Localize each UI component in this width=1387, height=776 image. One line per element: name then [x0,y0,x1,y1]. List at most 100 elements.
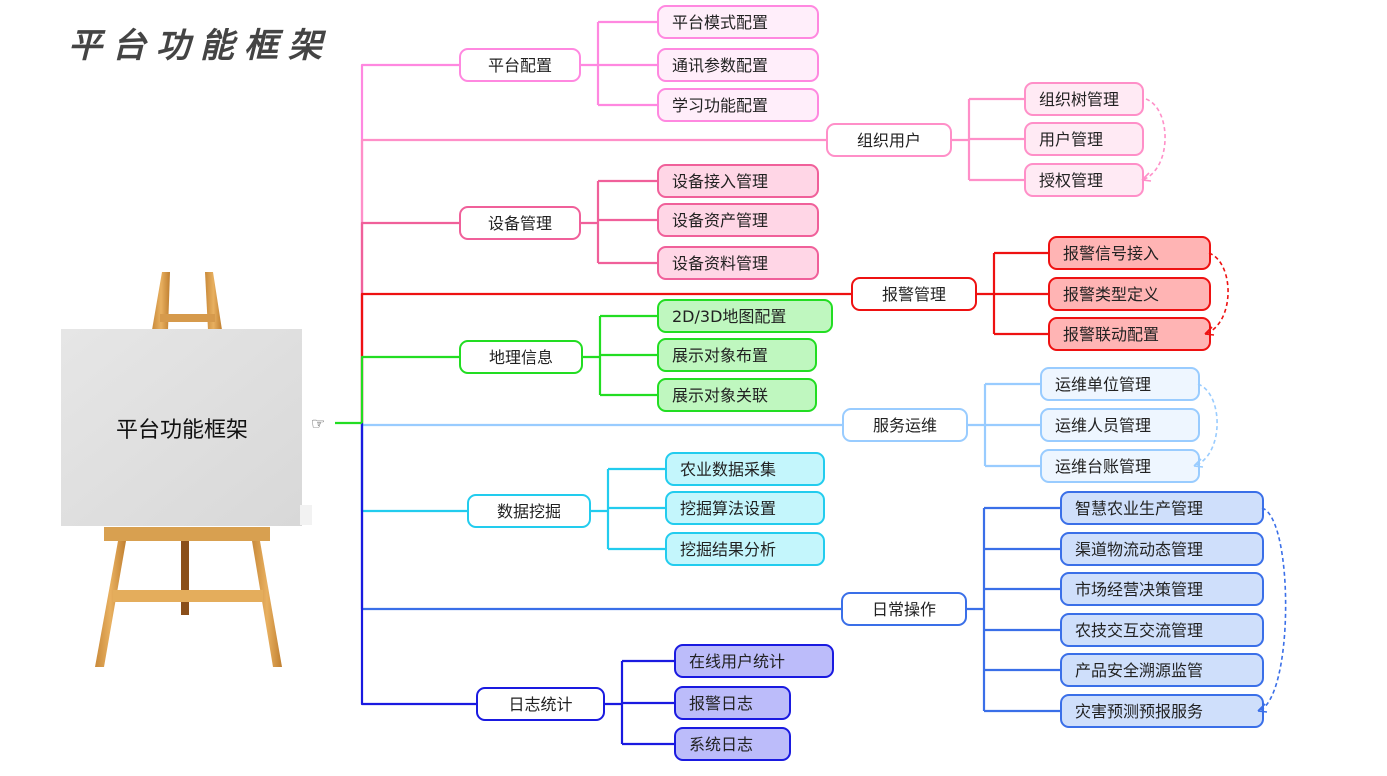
branch-connectors [580,179,658,265]
leaf-label: 在线用户统计 [689,652,785,671]
leaf-label: 运维单位管理 [1055,375,1151,394]
leaf-node[interactable]: 农技交互交流管理 [1060,613,1264,647]
leaf-node[interactable]: 用户管理 [1024,122,1144,156]
branch-connectors [966,506,1061,713]
leaf-label: 展示对象关联 [672,386,768,405]
leaf-label: 运维人员管理 [1055,416,1151,435]
branch-connectors [582,314,658,397]
page-title: 平台功能框架 [68,26,332,66]
leaf-node[interactable]: 挖掘算法设置 [665,491,825,525]
leaf-node[interactable]: 展示对象布置 [657,338,817,372]
leaf-label: 通讯参数配置 [672,56,768,75]
branch-label: 日志统计 [508,695,572,714]
leaf-node[interactable]: 设备接入管理 [657,164,819,198]
branch-node[interactable]: 服务运维 [842,408,968,442]
branch-label: 平台配置 [488,56,552,75]
leaf-node[interactable]: 智慧农业生产管理 [1060,491,1264,525]
easel-illustration [61,272,312,667]
leaf-node[interactable]: 报警信号接入 [1048,236,1211,270]
leaf-label: 组织树管理 [1039,90,1119,109]
leaf-label: 农业数据采集 [680,460,776,479]
branch-connectors [951,97,1025,182]
leaf-node[interactable]: 报警日志 [674,686,791,720]
leaf-label: 设备接入管理 [672,172,768,191]
branch-node[interactable]: 日志统计 [476,687,605,721]
leaf-node[interactable]: 展示对象关联 [657,378,817,412]
leaf-node[interactable]: 运维单位管理 [1040,367,1200,401]
leaf-node[interactable]: 报警类型定义 [1048,277,1211,311]
leaf-node[interactable]: 灾害预测预报服务 [1060,694,1264,728]
leaf-label: 平台模式配置 [672,13,768,32]
leaf-node[interactable]: 运维人员管理 [1040,408,1200,442]
leaf-node[interactable]: 报警联动配置 [1048,317,1211,351]
leaf-label: 授权管理 [1039,171,1103,190]
leaf-node[interactable]: 通讯参数配置 [657,48,819,82]
trunk-link-7 [360,423,468,513]
leaf-label: 农技交互交流管理 [1075,621,1203,640]
relation-arrow [1204,252,1229,336]
leaf-node[interactable]: 运维台账管理 [1040,449,1200,483]
relation-arrow [1257,507,1287,713]
leaf-node[interactable]: 系统日志 [674,727,791,761]
leaf-node[interactable]: 设备资产管理 [657,203,819,237]
leaf-label: 系统日志 [689,735,753,754]
leaf-node[interactable]: 2D/3D地图配置 [657,299,833,333]
leaf-node[interactable]: 设备资料管理 [657,246,819,280]
branch-node[interactable]: 地理信息 [459,340,583,374]
branch-connectors [976,251,1049,336]
leaf-label: 报警联动配置 [1063,325,1159,344]
branch-connectors [604,659,675,746]
leaf-label: 智慧农业生产管理 [1075,499,1203,518]
leaf-node[interactable]: 学习功能配置 [657,88,819,122]
branch-label: 数据挖掘 [497,502,561,521]
branch-label: 报警管理 [882,285,946,304]
leaf-label: 报警信号接入 [1063,244,1159,263]
leaf-label: 市场经营决策管理 [1075,580,1203,599]
leaf-label: 产品安全溯源监管 [1075,661,1203,680]
branch-connectors [580,20,658,107]
trunk-link-5 [360,355,460,423]
trunk-link-9 [360,423,477,706]
leaf-node[interactable]: 组织树管理 [1024,82,1144,116]
leaf-label: 学习功能配置 [672,96,768,115]
branch-node[interactable]: 日常操作 [841,592,967,626]
branch-8: 日常操作 智慧农业生产管理渠道物流动态管理市场经营决策管理农技交互交流管理产品安全… [841,491,1287,728]
board-label: 平台功能框架 [115,417,248,443]
trunk-link-1 [360,63,460,423]
leaf-label: 展示对象布置 [672,346,768,365]
leaf-label: 渠道物流动态管理 [1075,540,1203,559]
branch-node[interactable]: 报警管理 [851,277,977,311]
leaf-node[interactable]: 平台模式配置 [657,5,819,39]
branch-label: 日常操作 [872,600,936,619]
branch-node[interactable]: 数据挖掘 [467,494,591,528]
leaf-label: 运维台账管理 [1055,457,1151,476]
branch-node[interactable]: 设备管理 [459,206,581,240]
easel-legs [95,527,282,667]
leaf-node[interactable]: 在线用户统计 [674,644,834,678]
leaf-label: 设备资料管理 [672,254,768,273]
leaf-node[interactable]: 产品安全溯源监管 [1060,653,1264,687]
relation-arrow [1141,98,1166,182]
easel-board [61,329,302,526]
leaf-label: 报警类型定义 [1063,285,1159,304]
branch-connectors [967,382,1041,468]
leaf-node[interactable]: 农业数据采集 [665,452,825,486]
branch-node[interactable]: 组织用户 [826,123,952,157]
branch-label: 设备管理 [488,214,552,233]
leaf-node[interactable]: 授权管理 [1024,163,1144,197]
leaf-label: 灾害预测预报服务 [1075,702,1203,721]
branch-label: 地理信息 [489,348,553,367]
leaf-node[interactable]: 挖掘结果分析 [665,532,825,566]
leaf-label: 挖掘算法设置 [680,499,776,518]
branch-node[interactable]: 平台配置 [459,48,581,82]
leaf-node[interactable]: 渠道物流动态管理 [1060,532,1264,566]
leaf-node[interactable]: 市场经营决策管理 [1060,572,1264,606]
leaf-label: 挖掘结果分析 [680,540,776,559]
